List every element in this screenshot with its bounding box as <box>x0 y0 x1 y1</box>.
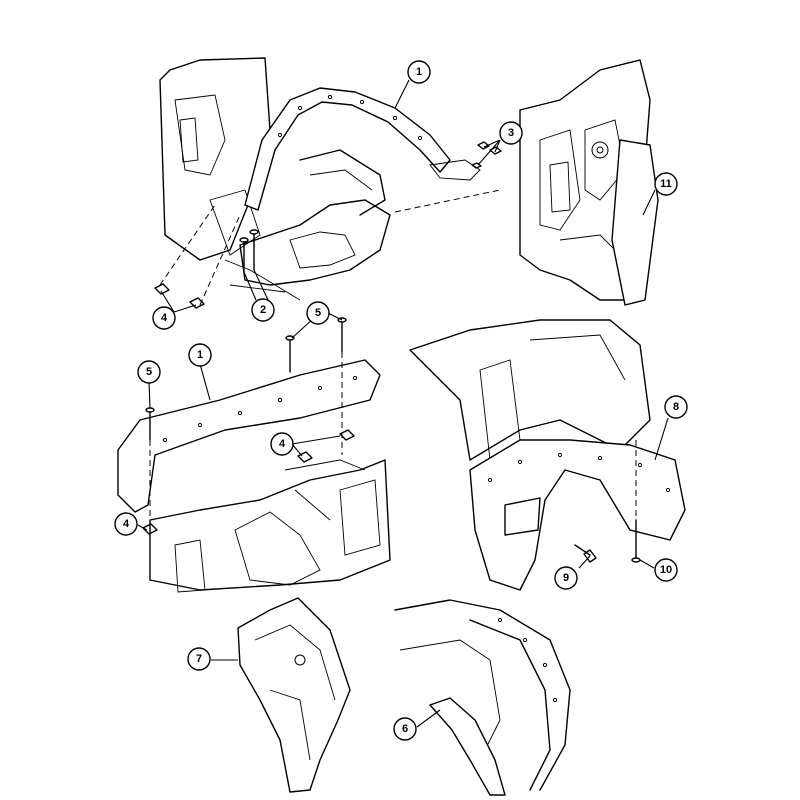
callout-5-left: 5 <box>137 360 161 384</box>
view-middle-left-flare-install <box>117 317 391 593</box>
callout-11: 11 <box>654 172 678 196</box>
svg-text:8: 8 <box>673 401 679 413</box>
view-top-left-flare-assembly <box>154 57 502 309</box>
svg-text:5: 5 <box>315 307 321 319</box>
svg-text:4: 4 <box>161 312 168 324</box>
svg-text:10: 10 <box>660 564 672 576</box>
view-bottom-right-flare-seal <box>394 599 571 796</box>
svg-text:4: 4 <box>279 438 286 450</box>
svg-text:1: 1 <box>197 349 203 361</box>
svg-text:2: 2 <box>260 304 266 316</box>
callout-4-left: 4 <box>114 512 138 536</box>
callout-4-middle: 4 <box>270 432 294 456</box>
view-middle-right-wheelhouse <box>409 319 686 591</box>
svg-text:4: 4 <box>123 518 130 530</box>
callout-2: 2 <box>251 298 275 322</box>
callout-7: 7 <box>187 647 211 671</box>
callout-3: 3 <box>499 121 523 145</box>
callout-6: 6 <box>393 717 417 741</box>
callout-1-middle: 1 <box>188 343 212 367</box>
svg-text:1: 1 <box>416 66 422 78</box>
svg-text:7: 7 <box>196 653 202 665</box>
callout-1-top: 1 <box>407 60 431 84</box>
svg-text:3: 3 <box>508 127 514 139</box>
view-bottom-left-splash-shield <box>237 597 351 793</box>
callout-8: 8 <box>664 395 688 419</box>
svg-text:6: 6 <box>402 723 408 735</box>
callout-4-top: 4 <box>152 306 176 330</box>
svg-text:5: 5 <box>146 366 152 378</box>
callout-10: 10 <box>654 558 678 582</box>
view-top-right-body-side <box>519 59 659 306</box>
callout-5-right: 5 <box>306 301 330 325</box>
svg-text:9: 9 <box>563 572 569 584</box>
callout-9: 9 <box>554 566 578 590</box>
svg-text:11: 11 <box>660 178 672 190</box>
